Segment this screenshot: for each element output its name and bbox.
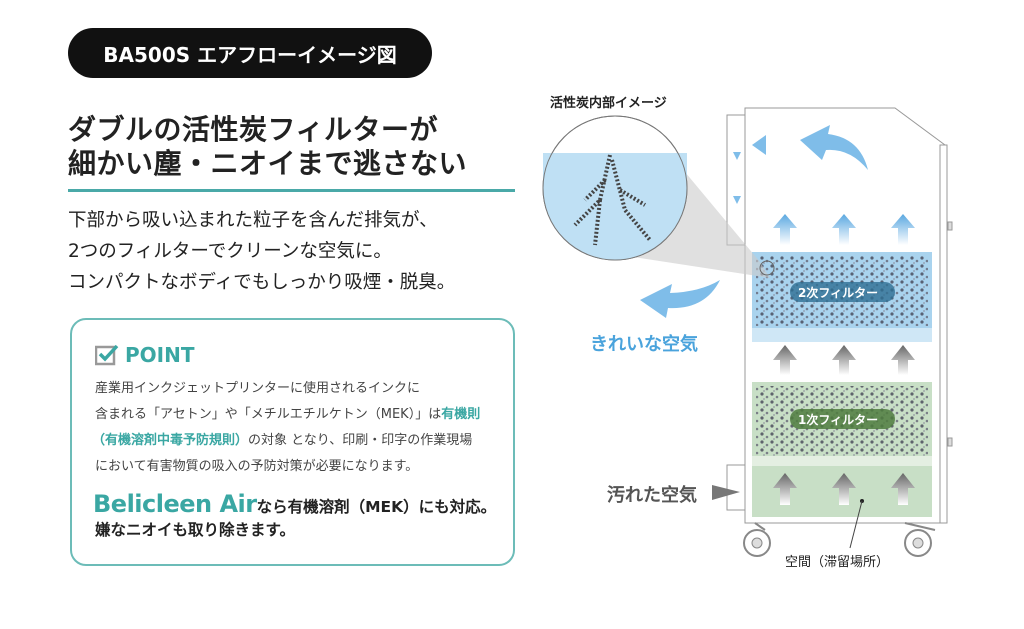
filter-2: [752, 252, 932, 342]
point-box: [70, 318, 515, 566]
title-badge: BA500S エアフローイメージ図: [68, 28, 432, 78]
point-label: POINT: [125, 343, 195, 367]
filter-1-label: 1次フィルター: [798, 413, 879, 427]
point-body-line: 含まれる「アセトン」や「メチルエチルケトン（MEK）」は有機則: [95, 403, 480, 422]
brand-line-2: 嫌なニオイも取り除きます。: [95, 521, 295, 539]
wheels: [743, 499, 936, 557]
body-text: 含まれる「アセトン」や「メチルエチルケトン（MEK）」は: [95, 407, 442, 422]
intro-line-1: 下部から吸い込まれた粒子を含んだ排気が、: [68, 210, 438, 231]
headline-line-2: 細かい塵・ニオイまで逃さない: [68, 147, 468, 180]
inset-label: 活性炭内部イメージ: [550, 96, 667, 111]
brand-text: なら有機溶剤（MEK）にも対応。: [256, 498, 497, 516]
body-text: 産業用インクジェットプリンターに使用されるインクに: [95, 381, 421, 396]
carbon-inset: [542, 115, 775, 278]
dirty-air-label: 汚れた空気: [607, 485, 697, 506]
body-text: の対象 となり、印刷・印字の作業現場: [248, 433, 473, 448]
body-highlight: 有機則: [441, 407, 481, 422]
brand-name: Belicleen Air: [93, 490, 257, 518]
intro-line-3: コンパクトなボディでもしっかり吸煙・脱臭。: [68, 272, 456, 293]
space-label: 空間（滞留場所）: [785, 555, 890, 570]
body-highlight: （有機溶剤中毒予防規則）: [92, 433, 249, 448]
divider: [68, 189, 515, 192]
filter-2-label: 2次フィルター: [798, 286, 879, 300]
body-text: において有害物質の吸入の予防対策が必要になります。: [95, 459, 419, 474]
point-heading: POINT: [95, 343, 194, 367]
headline-line-1: ダブルの活性炭フィルターが: [68, 113, 438, 146]
point-body-line: において有害物質の吸入の予防対策が必要になります。: [95, 455, 418, 474]
clean-air-label: きれいな空気: [590, 334, 698, 355]
up-arrows: [640, 125, 915, 505]
checkbox-icon: [95, 344, 119, 366]
point-body-line: （有機溶剤中毒予防規則）の対象 となり、印刷・印字の作業現場: [92, 429, 472, 448]
brand-line: Belicleen Airなら有機溶剤（MEK）にも対応。: [93, 490, 496, 518]
point-body-line: 産業用インクジェットプリンターに使用されるインクに: [95, 377, 420, 396]
intro-line-2: 2つのフィルターでクリーンな空気に。: [68, 241, 392, 262]
